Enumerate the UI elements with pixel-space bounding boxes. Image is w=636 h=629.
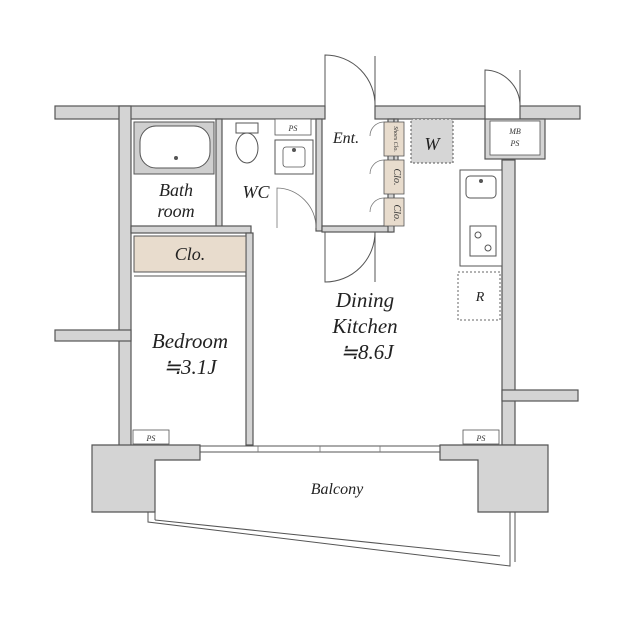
bathtub-icon <box>139 125 211 169</box>
entrance-label: Ent. <box>332 130 359 147</box>
bedroom: Bedroom ≒3.1J PS <box>132 329 228 445</box>
mb-door-swing <box>484 69 521 107</box>
bath-label-line1: Bath <box>159 180 193 200</box>
entrance-area: Ent. Shoes Clo. Clo. Clo. <box>324 54 405 283</box>
bedroom-closet: Clo. <box>133 235 247 277</box>
fridge-label: R <box>475 290 485 305</box>
mb-label: MB <box>508 127 521 136</box>
bedroom-closet-label: Clo. <box>175 244 206 264</box>
bathroom: Bath room <box>133 121 215 221</box>
fridge-space <box>457 271 501 321</box>
kitchen: R <box>457 175 501 321</box>
dining-label-line2: Kitchen <box>331 314 397 338</box>
closet-small-2 <box>383 197 405 227</box>
bedroom-label: Bedroom <box>152 329 228 353</box>
stove-icon <box>469 225 497 257</box>
balcony: Balcony <box>147 460 516 567</box>
wc-room: PS WC <box>235 118 317 229</box>
inner-door-swing <box>324 231 376 283</box>
mb-ps-label: PS <box>510 139 520 148</box>
ps-bedroom-label: PS <box>146 434 156 443</box>
closet-small-1-label: Clo. <box>391 169 402 186</box>
balcony-label: Balcony <box>311 481 364 498</box>
shoes-closet-label: Shoes Clo. <box>392 126 398 152</box>
bedroom-area-label: ≒3.1J <box>163 355 218 379</box>
balcony-windows <box>200 445 440 453</box>
drain-icon <box>174 156 178 160</box>
ps-dining-label: PS <box>476 434 486 443</box>
closet-small-1 <box>383 159 405 195</box>
wc-label: WC <box>243 182 271 202</box>
bath-label-line2: room <box>157 201 194 221</box>
washer-label: W <box>425 134 442 154</box>
sink-icon <box>465 175 497 199</box>
washer-space: W <box>410 118 454 164</box>
dining-area-label: ≒8.6J <box>340 340 395 364</box>
dining-label-line1: Dining <box>335 288 394 312</box>
front-door-swing <box>324 54 376 107</box>
mb-ps: MB PS <box>484 69 541 156</box>
toilet-tank-icon <box>235 122 259 134</box>
ps-box-top <box>274 118 312 136</box>
ps-top-label: PS <box>288 124 298 133</box>
toilet-bowl-icon <box>235 132 259 164</box>
dining-kitchen: Dining Kitchen ≒8.6J PS <box>331 288 500 445</box>
shoes-closet <box>383 121 405 157</box>
wc-door-swing <box>276 187 317 229</box>
closet-small-2-label: Clo. <box>391 205 402 222</box>
